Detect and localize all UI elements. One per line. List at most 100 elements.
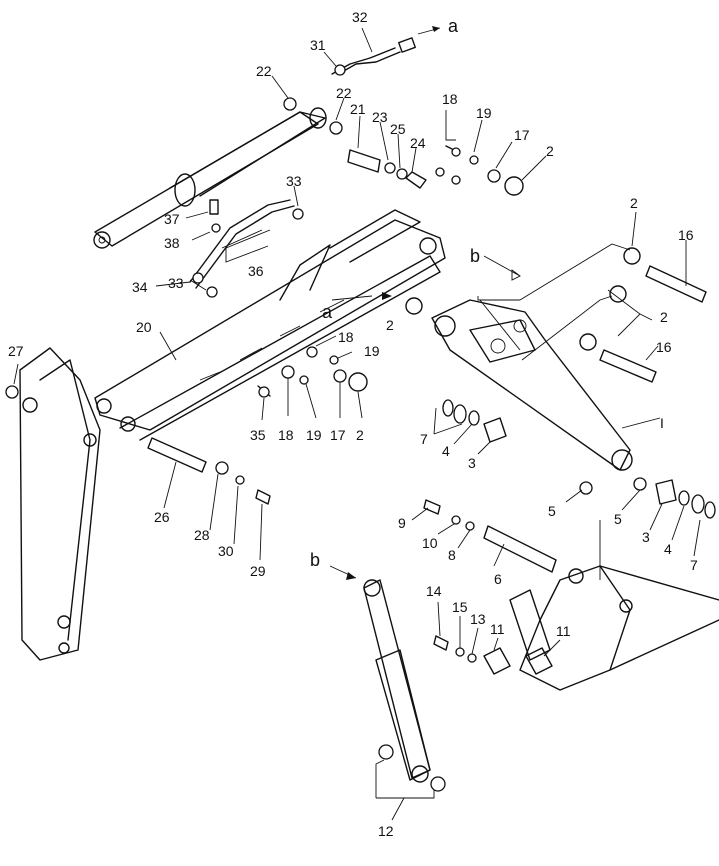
bolt-29: [255, 489, 271, 505]
label-15: 15: [452, 599, 468, 615]
arrow-a-mid: [331, 295, 373, 301]
ref-a-top: a: [448, 16, 459, 36]
washer-38: [211, 223, 221, 233]
ref-b-bottom: b: [310, 550, 320, 570]
label-19-top: 19: [476, 105, 492, 121]
label-18-top: 18: [442, 91, 458, 107]
label-4-right: 4: [664, 541, 672, 557]
label-7-right: 7: [690, 557, 698, 573]
bushing-3-left: [483, 417, 507, 443]
label-2-top: 2: [546, 143, 554, 159]
label-8: 8: [448, 547, 456, 563]
boom-bracket: [509, 565, 719, 691]
label-3-right: 3: [642, 529, 650, 545]
bushing-2-r3: [579, 333, 597, 351]
bushing-11-left: [483, 647, 511, 675]
pin-16-top: [645, 265, 707, 303]
label-24: 24: [410, 135, 426, 151]
label-13: 13: [470, 611, 486, 627]
label-22: 22: [336, 85, 352, 101]
label-29: 29: [250, 563, 266, 579]
label-27: 27: [8, 343, 24, 359]
washer-7-left: [453, 404, 467, 424]
label-16-lower: 16: [656, 339, 672, 355]
label-28: 28: [194, 527, 210, 543]
washer-25: [396, 168, 408, 180]
washer-17-top: [487, 169, 501, 183]
label-32: 32: [352, 9, 368, 25]
label-25: 25: [390, 121, 406, 137]
bushing-2-r2: [609, 285, 627, 303]
washer-19-mid: [299, 375, 309, 385]
label-9: 9: [398, 515, 406, 531]
bushing-11-right: [525, 647, 553, 675]
label-6: 6: [494, 571, 502, 587]
bushing-2-top: [504, 176, 524, 196]
label-5-right: 5: [614, 511, 622, 527]
label-33-lower: 33: [168, 275, 184, 291]
fitting-33-lower: [206, 286, 218, 298]
elbow-31: [334, 64, 346, 76]
washer-30: [235, 475, 245, 485]
label-19-low: 19: [306, 427, 322, 443]
label-11-right: 11: [556, 623, 571, 639]
label-19-mid: 19: [364, 343, 380, 359]
bushing-3-right: [655, 479, 677, 505]
label-2-mid: 2: [386, 317, 394, 333]
label-18-mid: 18: [338, 329, 354, 345]
bucket-cylinder: [363, 579, 446, 792]
label-5-left: 5: [548, 503, 556, 519]
washer-17-mid: [333, 369, 347, 383]
label-18-low: 18: [278, 427, 294, 443]
arrow-b-top: [483, 255, 521, 281]
nut-4-right: [678, 490, 690, 506]
washer-22-top: [283, 97, 297, 111]
washer-10: [451, 515, 461, 525]
bolt-24: [405, 171, 427, 189]
label-17-top: 17: [514, 127, 530, 143]
label-14: 14: [426, 583, 442, 599]
label-26: 26: [154, 509, 170, 525]
grease-fitting-5-right: [633, 477, 647, 491]
ref-b-top: b: [470, 246, 480, 266]
bushing-2-mid: [405, 297, 423, 315]
link-assembly: [431, 299, 633, 471]
washer-8: [465, 521, 475, 531]
label-35: 35: [250, 427, 266, 443]
washer-27: [5, 385, 19, 399]
washer-13: [467, 653, 477, 663]
left-boom: [19, 347, 101, 661]
pin-6: [483, 525, 557, 573]
label-30: 30: [218, 543, 234, 559]
label-2-low: 2: [356, 427, 364, 443]
ref-a-mid: a: [322, 302, 333, 322]
label-23: 23: [372, 109, 388, 125]
washer-15: [455, 647, 465, 657]
label-36: 36: [248, 263, 264, 279]
bolt-14: [433, 635, 449, 651]
label-17-low: 17: [330, 427, 346, 443]
label-20: 20: [136, 319, 152, 335]
washer-7-right: [704, 501, 716, 519]
pin-26: [147, 437, 207, 473]
arm-assembly: [94, 209, 446, 441]
label-I: I: [660, 415, 664, 431]
label-37: 37: [164, 211, 180, 227]
plug-37: [209, 199, 219, 215]
nut-4-left: [468, 410, 480, 426]
label-7-left: 7: [420, 431, 428, 447]
bushing-2-r1: [623, 247, 641, 265]
washer-22: [329, 121, 343, 135]
label-3-left: 3: [468, 455, 476, 471]
label-34: 34: [132, 279, 148, 295]
pin-16-lower: [599, 349, 657, 383]
label-11-left: 11: [490, 621, 505, 637]
washer-28: [215, 461, 229, 475]
washer-23: [384, 162, 396, 174]
label-12: 12: [378, 823, 394, 839]
label-21: 21: [350, 101, 366, 117]
grease-fitting-5-left: [579, 481, 593, 495]
label-4-left: 4: [442, 443, 450, 459]
